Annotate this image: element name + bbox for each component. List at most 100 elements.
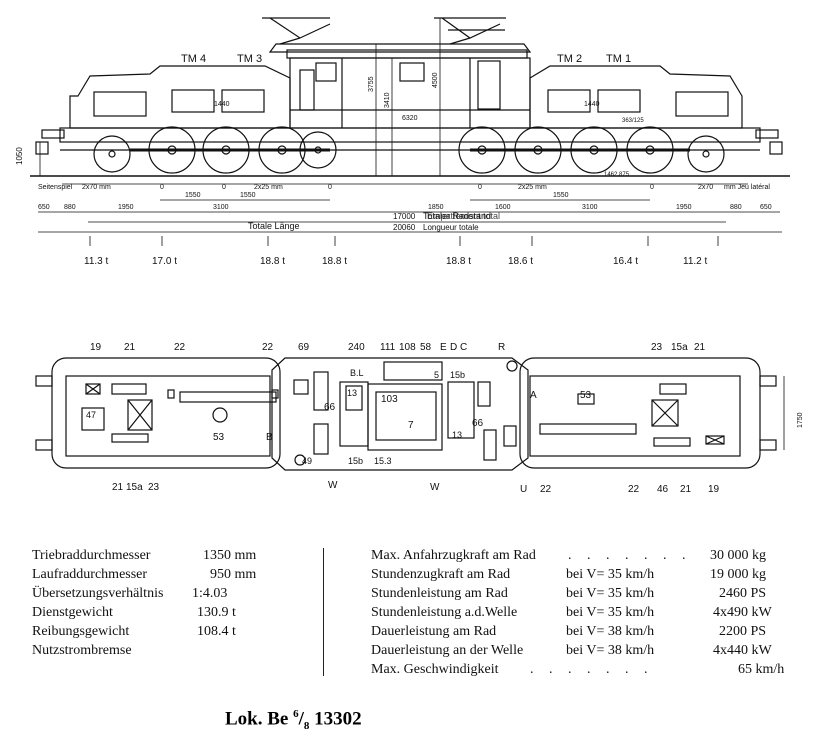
- plan-label: C: [460, 342, 467, 353]
- dim-label: 1550: [240, 192, 256, 199]
- dim-label: 0: [328, 184, 332, 191]
- dim-label: 2x25 mm: [518, 184, 547, 191]
- plan-label: 19: [90, 342, 102, 353]
- wheelbase-value: 17000: [393, 212, 416, 221]
- spec-value: 4x490 kW: [713, 605, 772, 620]
- plan-label: 23: [148, 482, 160, 493]
- wheelbase-label-overprint: Empattement total: [427, 211, 500, 221]
- dim-label: 3755: [368, 76, 375, 92]
- spec-value: 108.4 t: [197, 624, 236, 639]
- motor-label: TM 3: [237, 53, 262, 65]
- dim-label: 1050: [15, 147, 24, 165]
- spec-label: Dauerleistung an der Welle: [371, 643, 524, 658]
- plan-label: 13: [347, 388, 357, 398]
- plan-label: 240: [348, 342, 365, 353]
- dim-label: 363/125: [622, 118, 644, 124]
- dim-label: 880: [730, 204, 742, 211]
- spec-value: 1:4.03: [192, 586, 228, 601]
- plan-label: 13: [452, 430, 462, 440]
- plan-label: 66: [472, 418, 484, 429]
- plan-label: 15b: [450, 370, 465, 380]
- dim-label: 1550: [185, 192, 201, 199]
- spec-leader-dots: . . . . . . .: [568, 548, 692, 563]
- axle-load: 11.2 t: [683, 256, 707, 267]
- dim-label: 880: [64, 204, 76, 211]
- wheelbase-label: Totaler Radstand: [423, 211, 491, 221]
- dim-label: 1440: [214, 101, 230, 108]
- dim-label: 0: [650, 184, 654, 191]
- plan-label: 5: [434, 370, 439, 380]
- spec-label: Dienstgewicht: [32, 605, 113, 620]
- spec-value: 130.9 t: [197, 605, 236, 620]
- plan-label: 21: [124, 342, 136, 353]
- spec-label: Übersetzungsverhältnis: [32, 586, 164, 601]
- plan-label: 19: [708, 484, 720, 495]
- dim-label: 1600: [495, 204, 511, 211]
- spec-label: Max. Geschwindigkeit: [371, 662, 499, 677]
- plan-label: A: [530, 390, 537, 401]
- dim-label: 2x70 mm: [82, 184, 111, 191]
- dim-label: 2x70: [698, 184, 713, 191]
- title-prefix: Lok. Be: [225, 708, 289, 730]
- plan-label: 22: [540, 484, 552, 495]
- plan-label: 15a: [671, 342, 688, 353]
- plan-label: 21: [694, 342, 706, 353]
- dim-label: 1440: [584, 101, 600, 108]
- locomotive-title: Lok. Be 6/8 13302: [225, 708, 362, 733]
- plan-label: 69: [298, 342, 310, 353]
- dim-label: Seitenspiel: [38, 184, 73, 191]
- spec-value: 2200 PS: [719, 624, 767, 639]
- dim-label: 0: [222, 184, 226, 191]
- spec-divider: [323, 548, 324, 676]
- dim-label: 6320: [402, 115, 418, 122]
- plan-label: R: [498, 342, 505, 353]
- total-length-label: Totale Länge: [248, 221, 300, 231]
- dim-label: 1550: [553, 192, 569, 199]
- plan-label: 47: [86, 410, 96, 420]
- spec-condition: bei V= 35 km/h: [566, 586, 655, 601]
- plan-label: 22: [628, 484, 640, 495]
- spec-value: 1350 mm: [203, 548, 257, 563]
- axle-load: 18.8 t: [260, 256, 285, 267]
- plan-label: 21: [680, 484, 692, 495]
- plan-label: 108: [399, 342, 416, 353]
- title-axle-total: 8: [303, 720, 310, 733]
- axle-load: 17.0 t: [152, 256, 177, 267]
- title-axle-powered: 6: [293, 708, 299, 720]
- dim-label: mm Jeu latéral: [724, 184, 770, 191]
- plan-label: 15a: [126, 482, 143, 493]
- spec-label: Stundenzugkraft am Rad: [371, 567, 511, 582]
- plan-label: 53: [213, 432, 225, 443]
- axle-load: 11.3 t: [84, 256, 108, 267]
- plan-label: 22: [174, 342, 186, 353]
- spec-label: Stundenleistung a.d.Welle: [371, 605, 518, 620]
- dim-label: 1950: [118, 204, 134, 211]
- dim-label: 650: [38, 204, 50, 211]
- plan-label: 15b: [348, 456, 363, 466]
- plan-label: E: [440, 342, 447, 353]
- plan-label: 23: [651, 342, 663, 353]
- spec-label: Nutzstrombremse: [32, 643, 132, 658]
- track-gauge-dim: 1750: [797, 412, 804, 428]
- dim-label: 650: [760, 204, 772, 211]
- spec-condition: bei V= 35 km/h: [566, 567, 655, 582]
- spec-condition: bei V= 38 km/h: [566, 643, 655, 658]
- motor-label: TM 4: [181, 53, 206, 65]
- spec-value: 30 000 kg: [710, 548, 766, 563]
- spec-label: Reibungsgewicht: [32, 624, 130, 639]
- spec-label: Triebraddurchmesser: [32, 548, 151, 563]
- plan-label: 49: [302, 456, 312, 466]
- plan-label: 103: [381, 394, 398, 405]
- plan-label: 46: [657, 484, 669, 495]
- dim-label: 0: [160, 184, 164, 191]
- plan-label: 53: [580, 390, 592, 401]
- spec-label: Max. Anfahrzugkraft am Rad: [371, 548, 536, 563]
- axle-load: 18.8 t: [322, 256, 347, 267]
- plan-label: 21: [112, 482, 124, 493]
- spec-value: 2460 PS: [719, 586, 767, 601]
- total-length-value: 20060: [393, 223, 416, 232]
- dim-label: 4500: [432, 72, 439, 88]
- spec-label: Laufraddurchmesser: [32, 567, 148, 582]
- spec-label: Dauerleistung am Rad: [371, 624, 497, 639]
